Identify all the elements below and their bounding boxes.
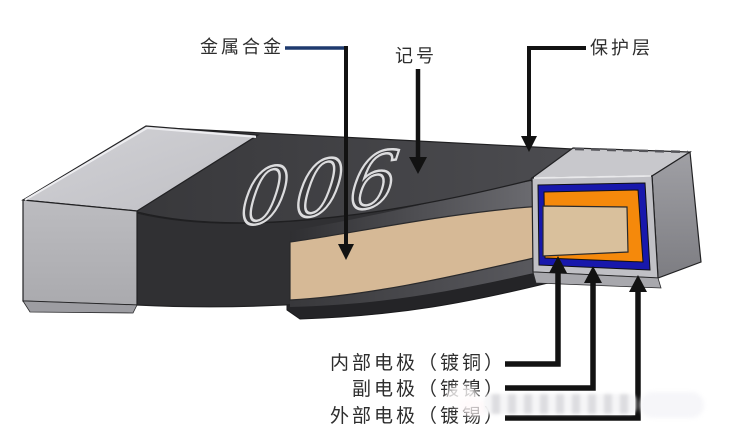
- left-terminal-bottom-lip: [22, 300, 138, 314]
- body-top-face: [136, 126, 575, 224]
- right-terminal-side-face: [651, 150, 702, 279]
- inner-electrode-arrowhead: [549, 256, 567, 273]
- left-terminal-edge-highlight: [24, 126, 257, 201]
- protective-layer-callout-line: [527, 46, 586, 138]
- callout-arrows: [285, 46, 647, 421]
- label-marking: 记号: [395, 46, 437, 67]
- left-terminal-front-face: [22, 199, 138, 306]
- sub-electrode-arrowhead: [584, 266, 602, 283]
- right-terminal-cross-section: [530, 147, 702, 289]
- label-protective-layer: 保护层: [590, 38, 653, 59]
- metal-alloy-arrowhead: [338, 244, 354, 260]
- sub-electrode-callout-line: [505, 283, 596, 391]
- label-sub-electrode: 副电极（镀镍）: [351, 378, 506, 400]
- right-terminal-edge-highlight: [533, 175, 652, 179]
- outer-electrode-callout-line: [505, 292, 641, 421]
- alloy-core: [542, 205, 629, 257]
- right-terminal-dashed-back-edge: [574, 147, 689, 154]
- inner-electrode-callout-line: [505, 272, 561, 367]
- marking-arrowhead: [409, 157, 427, 174]
- label-inner-electrode: 内部电极（镀铜）: [329, 352, 506, 374]
- left-terminal: [21, 125, 260, 314]
- protective-layer-front-edge: [290, 181, 543, 242]
- label-metal-alloy: 金属合金: [200, 37, 284, 58]
- outer-electrode-arrowhead: [629, 275, 647, 292]
- label-outer-electrode: 外部电极（镀锡）: [329, 405, 506, 427]
- protective-layer-arrowhead: [521, 136, 537, 152]
